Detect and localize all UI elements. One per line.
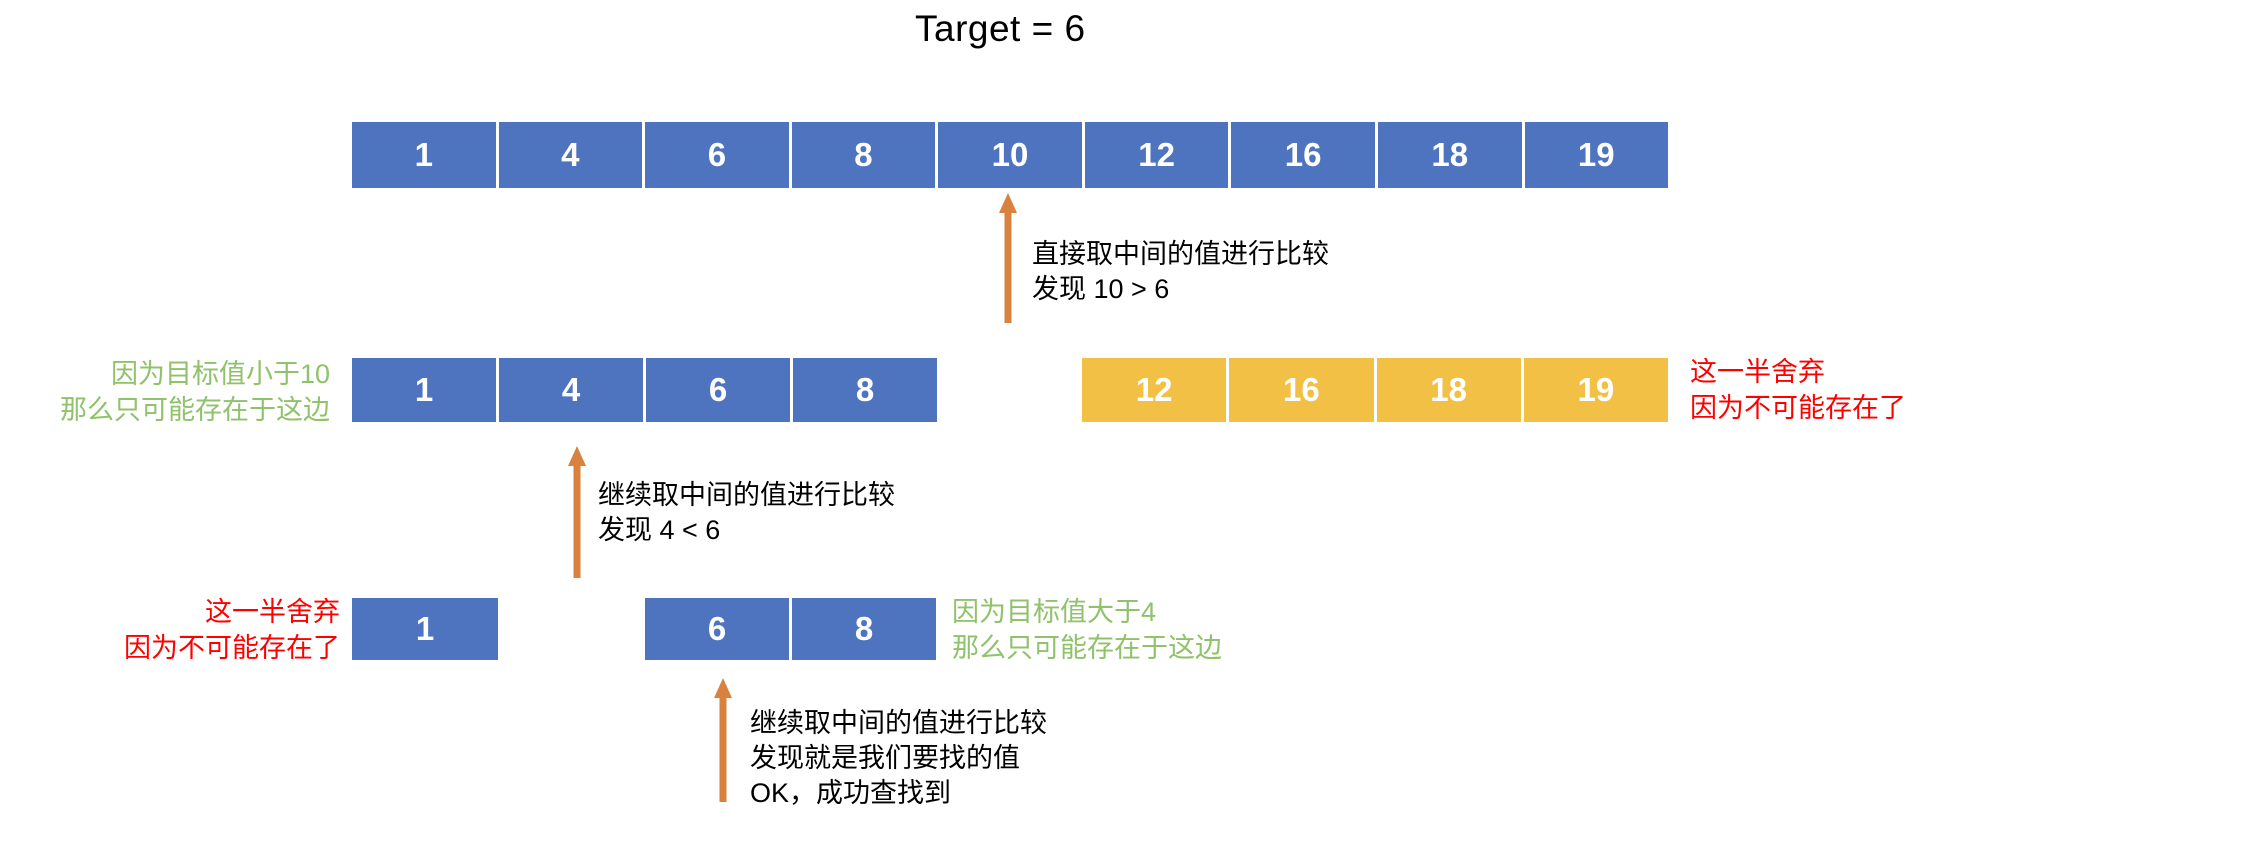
array-cell: 19 [1524,122,1669,188]
array-cell: 6 [645,598,792,660]
array-cell: 16 [1229,358,1377,422]
step-2-note: 继续取中间的值进行比较 发现 4 < 6 [598,480,895,546]
array-cell: 18 [1377,122,1525,188]
array-cell: 16 [1231,122,1378,188]
array-cell: 12 [1084,122,1232,188]
array-cell: 1 [352,598,498,660]
page-title: Target = 6 [915,8,1086,49]
row3-discard-label: 这一半舍弃 因为不可能存在了 [124,597,340,663]
row3-keep-label: 因为目标值大于4 那么只可能存在于这边 [952,597,1222,663]
midpoint-arrow-4 [566,446,588,578]
array-cell: 12 [1082,358,1230,422]
array-cell: 1 [352,122,499,188]
array-cell: 6 [646,358,793,422]
array-cell: 8 [792,598,936,660]
midpoint-arrow-6 [712,678,734,802]
step-3-note: 继续取中间的值进行比较 发现就是我们要找的值 OK，成功查找到 [750,708,1047,809]
array-row-third-discarded: 1 [352,598,498,660]
midpoint-arrow-10 [997,193,1019,323]
row2-discard-label: 这一半舍弃 因为不可能存在了 [1690,357,1906,423]
step-1-note: 直接取中间的值进行比较 发现 10 > 6 [1032,239,1329,305]
row2-keep-label: 因为目标值小于10 那么只可能存在于这边 [60,359,330,425]
array-cell: 19 [1523,358,1668,422]
array-cell: 8 [791,122,939,188]
array-cell: 8 [793,358,937,422]
array-cell: 4 [499,358,646,422]
array-cell: 4 [498,122,646,188]
array-cell: 18 [1376,358,1524,422]
array-cell: 10 [938,122,1085,188]
array-cell: 1 [352,358,499,422]
array-cell: 6 [645,122,792,188]
